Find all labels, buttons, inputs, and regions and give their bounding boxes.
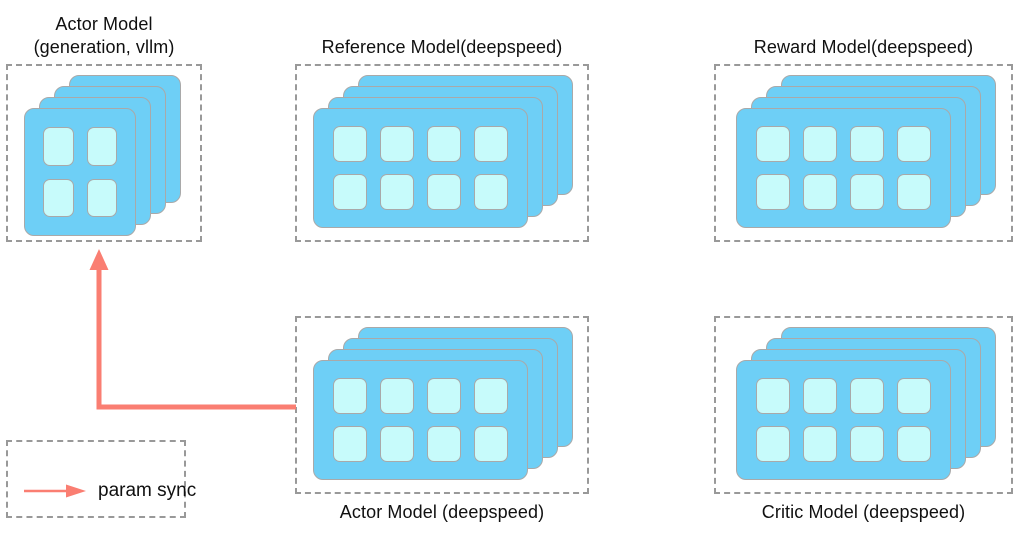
card-cell — [803, 378, 837, 414]
param-sync-arrowhead-icon — [89, 249, 109, 270]
legend-label: param sync — [98, 480, 197, 501]
card-cell — [427, 126, 461, 162]
card-cell — [897, 378, 931, 414]
card-cell-grid — [314, 109, 527, 227]
stack-card-front — [313, 360, 528, 480]
card-cell — [427, 378, 461, 414]
card-cell-grid — [737, 109, 950, 227]
card-stack-reference-model — [295, 64, 589, 242]
card-cell — [850, 426, 884, 462]
card-cell — [850, 174, 884, 210]
card-cell — [43, 127, 74, 166]
arrow-right-icon — [22, 483, 88, 499]
group-title-reward-model: Reward Model(deepspeed) — [753, 37, 974, 57]
stack-card-front — [24, 108, 136, 236]
card-cell — [474, 378, 508, 414]
card-cell — [427, 426, 461, 462]
card-cell — [803, 126, 837, 162]
card-cell — [427, 174, 461, 210]
card-cell — [333, 378, 367, 414]
card-cell — [850, 378, 884, 414]
card-cell — [897, 426, 931, 462]
card-cell — [756, 174, 790, 210]
card-cell — [380, 126, 414, 162]
card-cell — [756, 426, 790, 462]
card-cell — [474, 174, 508, 210]
card-cell — [803, 174, 837, 210]
stack-card-front — [736, 108, 951, 228]
card-cell — [333, 126, 367, 162]
card-cell-grid — [737, 361, 950, 479]
group-reference-model[interactable]: Reference Model(deepspeed) — [295, 37, 589, 242]
card-cell — [897, 174, 931, 210]
group-title-actor-deepspeed: Actor Model (deepspeed) — [339, 502, 545, 522]
card-cell — [474, 126, 508, 162]
group-title-actor-vllm: Actor Model (generation, vllm) — [33, 14, 175, 57]
card-cell — [380, 174, 414, 210]
card-cell — [380, 426, 414, 462]
legend-row: param sync — [8, 476, 196, 506]
group-actor-vllm[interactable]: Actor Model (generation, vllm) — [6, 14, 202, 242]
param-sync-line — [96, 264, 296, 410]
card-cell — [803, 426, 837, 462]
card-stack-reward-model — [714, 64, 1013, 242]
card-stack-critic-model — [714, 316, 1013, 494]
group-reward-model[interactable]: Reward Model(deepspeed) — [714, 37, 1013, 242]
stack-card-front — [736, 360, 951, 480]
group-critic-model[interactable]: Critic Model (deepspeed) — [714, 316, 1013, 522]
card-cell — [850, 126, 884, 162]
card-cell — [756, 378, 790, 414]
card-cell — [380, 378, 414, 414]
card-cell — [86, 127, 117, 166]
group-title-reference-model: Reference Model(deepspeed) — [321, 37, 563, 57]
card-cell — [333, 174, 367, 210]
card-cell — [333, 426, 367, 462]
legend-box[interactable]: param sync — [6, 440, 196, 518]
stack-card-front — [313, 108, 528, 228]
card-cell — [86, 178, 117, 217]
card-cell-grid — [314, 361, 527, 479]
card-cell — [897, 126, 931, 162]
card-stack-actor-deepspeed — [295, 316, 589, 494]
card-cell — [756, 126, 790, 162]
card-cell — [474, 426, 508, 462]
card-cell-grid — [25, 109, 135, 235]
group-title-critic-model: Critic Model (deepspeed) — [761, 502, 966, 522]
group-actor-deepspeed[interactable]: Actor Model (deepspeed) — [295, 316, 589, 522]
card-cell — [43, 178, 74, 217]
card-stack-actor-vllm — [6, 64, 202, 242]
